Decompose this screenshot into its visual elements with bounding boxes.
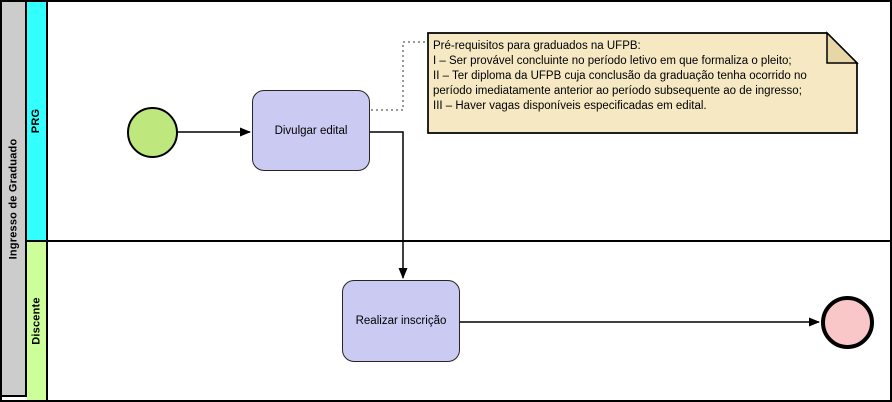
lane-discente-label: Discente (30, 297, 43, 345)
lane-header-discente[interactable]: Discente (27, 242, 48, 400)
annotation-line: período imediatamente anterior ao períod… (433, 85, 802, 97)
task-divulgar-edital[interactable]: Divulgar edital (252, 90, 370, 171)
annotation-note-text[interactable]: Pré-requisitos para graduados na UFPB: I… (433, 39, 853, 131)
task-divulgar-edital-label: Divulgar edital (274, 124, 348, 137)
lane-header-prg[interactable]: PRG (27, 2, 48, 240)
association-connector (371, 41, 428, 111)
pool-header[interactable]: Ingresso de Graduado (2, 2, 27, 397)
task-realizar-inscricao-label: Realizar inscrição (355, 315, 447, 327)
annotation-line: Pré-requisitos para graduados na UFPB: (433, 40, 641, 52)
pool-label: Ingresso de Graduado (7, 138, 20, 259)
lane-prg-label: PRG (30, 108, 43, 134)
task-realizar-inscricao[interactable]: Realizar inscrição (342, 280, 460, 362)
annotation-line: I – Ser provável concluinte no período l… (433, 55, 792, 67)
lane-divider (27, 240, 890, 242)
sequence-flow-divulgar-to-realizar (370, 131, 408, 279)
annotation-line: II – Ter diploma da UFPB cuja conclusão … (433, 70, 807, 82)
end-event[interactable] (821, 296, 874, 349)
annotation-line: III – Haver vagas disponíveis especifica… (433, 100, 707, 112)
start-event[interactable] (127, 107, 178, 158)
